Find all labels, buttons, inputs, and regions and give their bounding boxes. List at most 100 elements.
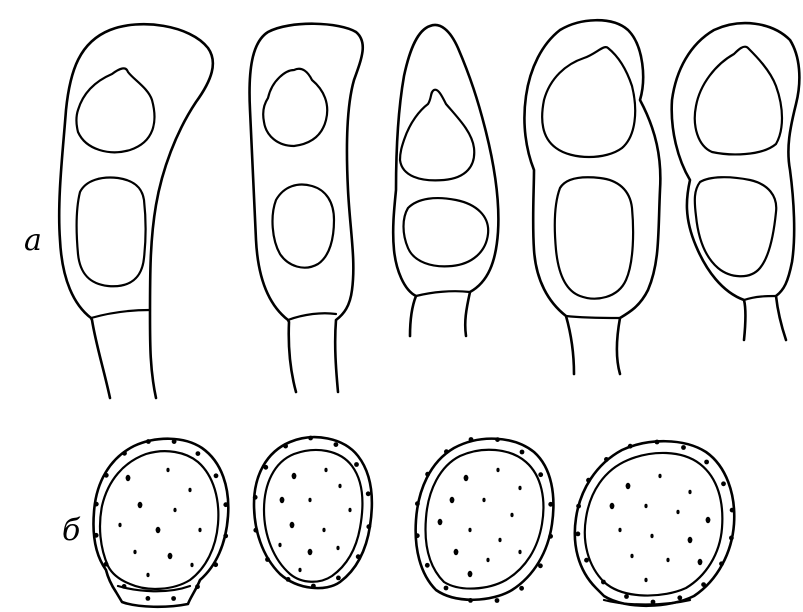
granule-mark [468, 528, 471, 532]
granule-mark [348, 508, 351, 512]
spine-mark [651, 600, 656, 605]
spine-mark [548, 502, 553, 507]
teliospore-4 [524, 20, 660, 374]
row-b-label: б [62, 513, 81, 548]
granule-mark [644, 578, 647, 582]
granule-mark [278, 543, 281, 547]
granule-mark [706, 517, 711, 523]
granule-mark [198, 528, 201, 532]
spine-mark [214, 473, 219, 478]
spine-mark [356, 554, 361, 559]
spine-mark [104, 562, 109, 567]
urediniospore-1 [94, 439, 229, 607]
granule-mark [610, 503, 615, 509]
spine-mark [415, 501, 420, 506]
spine-mark [366, 524, 371, 529]
granule-mark [650, 534, 653, 538]
granule-mark [188, 488, 191, 492]
spine-mark [94, 502, 99, 507]
row-a-label: а [24, 223, 42, 258]
spine-mark [223, 502, 228, 507]
spine-mark [308, 436, 313, 441]
spine-mark [495, 598, 500, 603]
granule-mark [454, 549, 459, 555]
granule-mark [338, 484, 341, 488]
spine-mark [94, 533, 99, 538]
spine-mark [704, 460, 709, 465]
spine-mark [354, 462, 359, 467]
granule-mark [464, 475, 469, 481]
spine-mark [336, 576, 341, 581]
spine-mark [213, 562, 218, 567]
spine-mark [146, 439, 151, 444]
spine-mark [548, 534, 553, 539]
granule-mark [146, 573, 149, 577]
granule-mark [698, 559, 703, 565]
spine-mark [366, 491, 371, 496]
urediniospore-4 [575, 440, 735, 606]
granule-mark [482, 498, 485, 502]
granule-mark [173, 508, 176, 512]
spine-mark [730, 508, 735, 513]
granule-mark [126, 475, 131, 481]
granule-mark [280, 497, 285, 503]
urediniospore-2 [253, 436, 372, 589]
granule-mark [290, 522, 295, 528]
spine-mark [223, 534, 228, 539]
spine-mark [263, 465, 268, 470]
granule-mark [168, 553, 173, 559]
granule-mark [118, 523, 121, 527]
granule-mark [658, 474, 661, 478]
spine-mark [172, 439, 177, 444]
granule-mark [626, 483, 631, 489]
granule-mark [438, 519, 443, 525]
spine-mark [286, 577, 291, 582]
granule-mark [468, 571, 473, 577]
spine-mark [584, 558, 589, 563]
granule-mark [308, 549, 313, 555]
granule-mark [190, 563, 193, 567]
spine-mark [655, 440, 660, 445]
spine-mark [146, 596, 151, 601]
spine-mark [519, 586, 524, 591]
granule-mark [618, 528, 621, 532]
spine-mark [122, 584, 127, 589]
spine-mark [604, 457, 609, 462]
teliospore-3 [393, 25, 498, 336]
spine-mark [122, 451, 127, 456]
granule-mark [156, 527, 161, 533]
spine-mark [468, 598, 473, 603]
granule-mark [166, 468, 169, 472]
granule-mark [676, 510, 679, 514]
spine-mark [628, 444, 633, 449]
granule-mark [630, 554, 633, 558]
granule-mark [298, 568, 301, 572]
spine-mark [196, 451, 201, 456]
spine-mark [586, 478, 591, 483]
spine-mark [538, 472, 543, 477]
spine-mark [495, 437, 500, 442]
spine-mark [677, 595, 682, 600]
spine-mark [538, 563, 543, 568]
urediniospore-3 [415, 437, 554, 603]
granule-mark [518, 550, 521, 554]
spine-mark [701, 582, 706, 587]
spine-mark [624, 594, 629, 599]
granule-mark [324, 468, 327, 472]
granule-mark [292, 473, 297, 479]
spine-mark [253, 528, 258, 533]
granule-mark [138, 502, 143, 508]
spine-mark [729, 536, 734, 541]
spine-mark [265, 557, 270, 562]
spine-mark [469, 437, 474, 442]
granule-mark [496, 468, 499, 472]
granule-mark [644, 504, 647, 508]
granule-mark [498, 538, 501, 542]
spine-mark [425, 472, 430, 477]
teliospore-2 [250, 24, 363, 392]
spine-mark [334, 442, 339, 447]
spine-mark [681, 445, 686, 450]
granule-mark [688, 490, 691, 494]
granule-mark [308, 498, 311, 502]
